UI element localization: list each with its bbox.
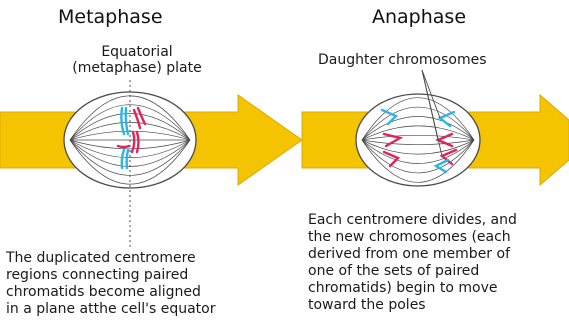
anaphase-cell-membrane	[356, 94, 480, 186]
plate-label-line2: (metaphase) plate	[72, 60, 202, 76]
chromosome	[127, 150, 128, 168]
plate-label-line1: Equatorial	[72, 44, 202, 60]
anaphase-caption: Each centromere divides, and the new chr…	[308, 212, 517, 314]
caption-line: toward the poles	[308, 297, 517, 314]
daughter-chromosomes-label: Daughter chromosomes	[318, 52, 487, 68]
metaphase-caption: The duplicated centromere regions connec…	[6, 250, 215, 318]
equatorial-plate-label: Equatorial (metaphase) plate	[72, 44, 202, 76]
anaphase-title: Anaphase	[372, 6, 466, 28]
caption-line: The duplicated centromere	[6, 250, 215, 267]
metaphase-title: Metaphase	[58, 6, 163, 28]
metaphase-cell	[64, 80, 196, 248]
caption-line: regions connecting paired	[6, 267, 215, 284]
caption-line: Each centromere divides, and	[308, 212, 517, 229]
caption-line: derived from one member of	[308, 246, 517, 263]
caption-line: one of the sets of paired	[308, 263, 517, 280]
chromosome	[118, 146, 129, 147]
caption-line: chromatids) begin to move	[308, 280, 517, 297]
caption-line: in a plane atthe cell's equator	[6, 301, 215, 318]
caption-line: chromatids become aligned	[6, 284, 215, 301]
anaphase-cell	[356, 70, 480, 186]
caption-line: the new chromosomes (each	[308, 229, 517, 246]
